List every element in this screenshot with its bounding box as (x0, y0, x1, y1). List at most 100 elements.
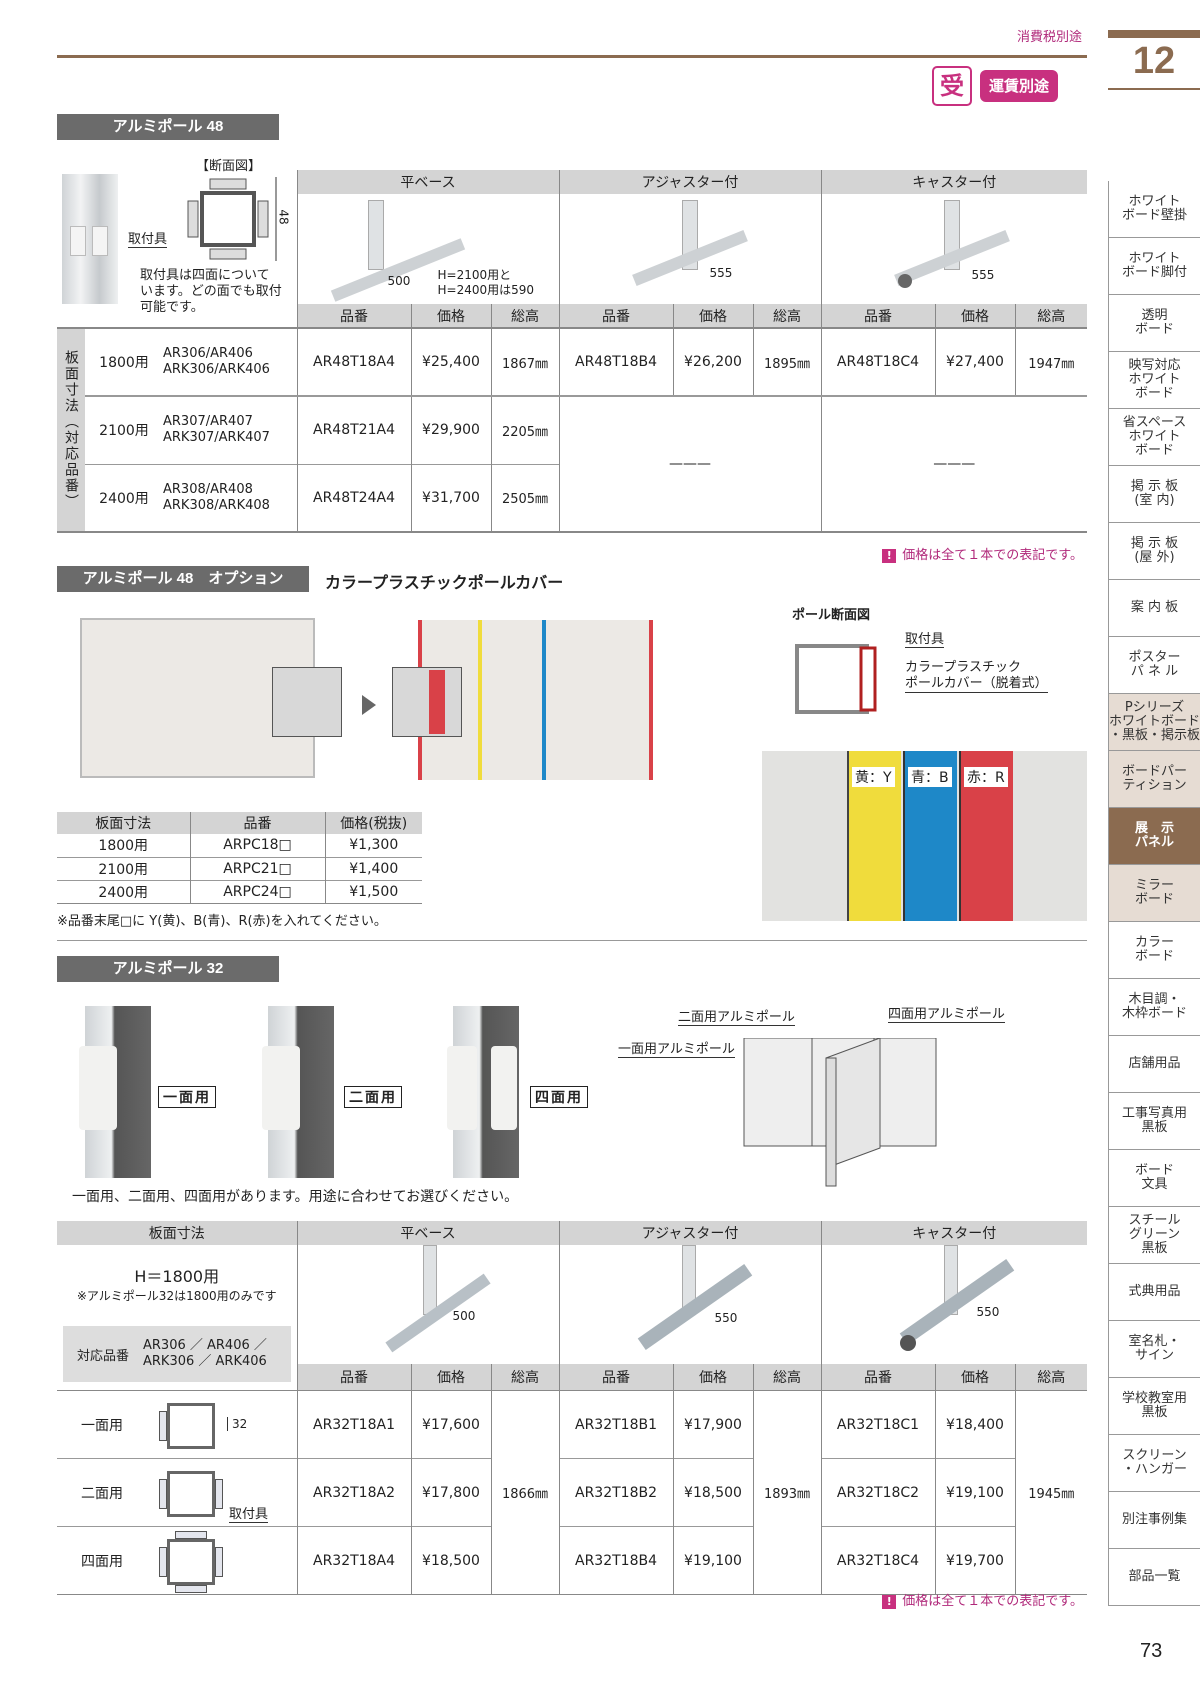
total-height-flat: 1866㎜ (490, 1390, 559, 1595)
sidebar-item[interactable]: 式典用品 (1109, 1264, 1200, 1321)
price-note-48: !価格は全て１本での表記です。 (882, 544, 1083, 563)
types-note: 一面用、二面用、四面用があります。用途に合わせてお選びください。 (72, 1189, 519, 1205)
sidebar-item[interactable]: 室名札・ サイン (1109, 1321, 1200, 1378)
order-badge: 受 (932, 66, 972, 106)
caster-base-image: 555 (820, 194, 1087, 304)
label-two-side: 二面用 (344, 1086, 402, 1108)
price-note-32: !価格は全て１本での表記です。 (882, 1590, 1083, 1609)
chapter-bar (1108, 30, 1200, 38)
sidebar-item[interactable]: ホワイト ボード脚付 (1109, 238, 1200, 295)
pole48-photo (62, 174, 118, 304)
fitting-label: 取付具 (128, 228, 168, 248)
total-height-adjuster: 1893㎜ (752, 1390, 821, 1595)
one-side-cross-section-icon: 32 (147, 1391, 297, 1459)
sidebar-item[interactable]: 案 内 板 (1109, 580, 1200, 637)
color-label-red: 赤：R (964, 767, 1008, 787)
sidebar-item[interactable]: 映写対応 ホワイト ボード (1109, 352, 1200, 409)
color-swatches: 黄：Y 青：B 赤：R (762, 751, 1087, 921)
cover-label: カラープラスチック ポールカバー（脱着式） (905, 660, 1048, 693)
base-header-adjuster: アジャスター付 (558, 170, 821, 194)
sidebar-item[interactable]: 店舗用品 (1109, 1036, 1200, 1093)
label-four-side: 四面用 (530, 1086, 588, 1108)
fitting-label-option: 取付具 (905, 628, 945, 648)
sidebar-item[interactable]: 部品一覧 (1109, 1549, 1200, 1606)
total-height-caster: 1945㎜ (1014, 1390, 1087, 1595)
table-row: 2400用 AR308/AR408 ARK308/ARK408 AR48T24A… (57, 464, 1087, 532)
adjuster-base-image: 555 (558, 194, 821, 304)
color-label-blue: 青：B (908, 767, 952, 787)
page-number: 73 (1140, 1640, 1163, 1662)
section-title-option: アルミポール 48 オプション (57, 566, 309, 592)
sidebar-item[interactable]: スチール グリーン 黒板 (1109, 1207, 1200, 1264)
fitting-closeup-before (272, 667, 342, 737)
header-rule (57, 55, 1087, 58)
size-vertical-header: 板面寸法（対応品番） (57, 328, 85, 533)
option-subtitle: カラープラスチックポールカバー (325, 573, 564, 592)
arrow-right-icon (362, 695, 376, 715)
label-one-side: 一面用 (158, 1086, 216, 1108)
cross-section-diagram (187, 177, 277, 261)
diagram-label-two-side: 二面用アルミポール (678, 1006, 795, 1026)
base-header-caster: キャスター付 (820, 170, 1087, 194)
sidebar-item[interactable]: ポスター パ ネ ル (1109, 637, 1200, 694)
pole32-photo-two-side (262, 1006, 334, 1178)
pole32-photo-four-side (447, 1006, 519, 1178)
not-available-adjuster: ——— (558, 396, 821, 533)
exclamation-icon: ! (882, 549, 897, 563)
sidebar-item[interactable]: ミラー ボード (1109, 865, 1200, 922)
shipping-separate-badge: 運賃別途 (980, 70, 1058, 102)
sidebar-item[interactable]: カラー ボード (1109, 922, 1200, 979)
flat-base-image: 500 (296, 1245, 559, 1365)
sidebar-item[interactable]: ホワイト ボード壁掛 (1109, 181, 1200, 238)
pole32-price-table: 板面寸法 平ベース アジャスター付 キャスター付 H＝1800用 ※アルミポール… (57, 1221, 1087, 1595)
diagram-label-one-side: 一面用アルミポール (618, 1038, 735, 1058)
sidebar-item[interactable]: ボード 文具 (1109, 1150, 1200, 1207)
sidebar-item[interactable]: 掲 示 板 (室 内) (1109, 466, 1200, 523)
tax-note: 消費税別途 (1016, 30, 1082, 45)
sidebar-item[interactable]: 透明 ボード (1109, 295, 1200, 352)
sidebar-item[interactable]: ボードパー ティション (1109, 751, 1200, 808)
chapter-rule (1108, 88, 1200, 90)
option-table-note: ※品番末尾□に Y(黄)、B(青)、R(赤)を入れてください。 (57, 914, 387, 929)
chapter-index-sidebar: ホワイト ボード壁掛ホワイト ボード脚付透明 ボード映写対応 ホワイト ボード省… (1108, 181, 1200, 1606)
diagram-label-four-side: 四面用アルミポール (888, 1003, 1005, 1023)
size-header: 板面寸法 (57, 1221, 297, 1245)
sidebar-item[interactable]: 別注事例集 (1109, 1492, 1200, 1549)
adjuster-base-image: 550 (558, 1245, 821, 1365)
table-row: 一面用 32 AR32T18A1 ¥17,600 1866㎜ AR32T18B1… (57, 1390, 1087, 1595)
partition-layout-diagram (743, 1038, 937, 1187)
sidebar-item[interactable]: スクリーン ・ハンガー (1109, 1435, 1200, 1492)
sidebar-item[interactable]: 掲 示 板 (屋 外) (1109, 523, 1200, 580)
four-side-cross-section-icon (147, 1527, 297, 1595)
fitting-closeup-after (392, 667, 462, 737)
cross-section-title: 【断面図】 (196, 159, 262, 174)
flat-base-image: 500 H=2100用と H=2400用は590 (296, 194, 559, 304)
color-label-yellow: 黄：Y (852, 767, 895, 787)
exclamation-icon: ! (882, 1595, 897, 1609)
not-available-caster: ——— (820, 396, 1087, 533)
two-side-cross-section-icon: 取付具 (147, 1459, 297, 1527)
pole32-photo-one-side (79, 1006, 151, 1178)
table-row: 二面用 取付具 AR32T18A2 ¥17,800 AR32T18B2 ¥18,… (57, 1458, 1087, 1527)
pole-cross-section-title: ポール断面図 (792, 608, 871, 623)
sidebar-item[interactable]: 学校教室用 黒板 (1109, 1378, 1200, 1435)
section-divider (57, 940, 1087, 941)
sidebar-item[interactable]: 工事写真用 黒板 (1109, 1093, 1200, 1150)
size-info-cell: H＝1800用 ※アルミポール32は1800用のみです 対応品番 AR306 ／… (57, 1245, 297, 1391)
base-header-flat: 平ベース (296, 170, 559, 194)
table-row: 板面寸法（対応品番） 1800用 AR306/AR406 ARK306/ARK4… (57, 328, 1087, 533)
sidebar-item[interactable]: 省スペース ホワイト ボード (1109, 409, 1200, 466)
sidebar-item[interactable]: 木目調・ 木枠ボード (1109, 979, 1200, 1036)
table-row: 2100用 AR307/AR407 ARK307/ARK407 AR48T21A… (57, 396, 1087, 533)
sidebar-item[interactable]: Pシリーズ ホワイトボード ・黒板・掲示板 (1109, 694, 1200, 751)
section-title-pole48: アルミポール 48 (57, 114, 279, 140)
pole-cross-section-diagram (795, 644, 877, 714)
sidebar-item[interactable]: 展 示 パネル (1109, 808, 1200, 865)
pole48-price-table: 平ベース アジャスター付 キャスター付 500 H=2100用と H=2400用… (57, 170, 1087, 533)
chapter-number: 12 (1132, 40, 1176, 82)
caster-base-image: 550 (820, 1245, 1087, 1365)
